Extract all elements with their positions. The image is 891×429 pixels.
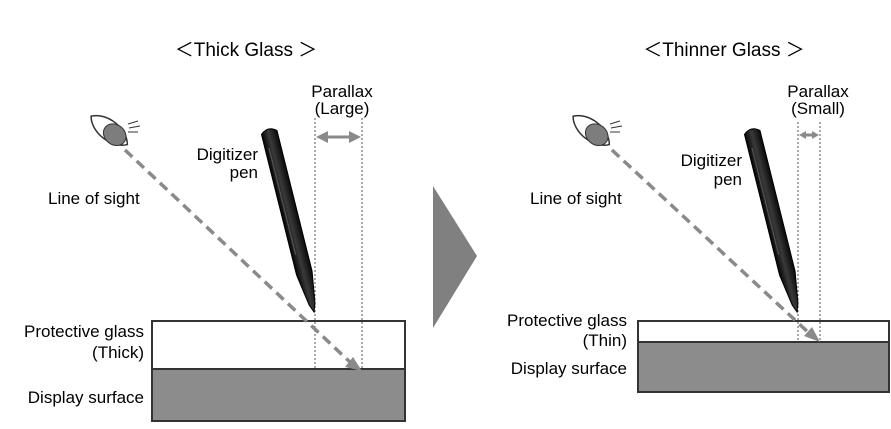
left-glass-type-label: (Thick) (92, 343, 144, 362)
right-pen-label: Digitizer (681, 151, 743, 170)
left-display-label: Display surface (28, 388, 144, 407)
right-panel: ＜Thinner Glass ＞ Parallax (507, 40, 890, 393)
left-glass-label: Protective glass (24, 322, 144, 341)
left-panel: ＜Thick Glass ＞ Parallax (24, 40, 406, 422)
right-eye-icon (572, 114, 611, 146)
right-display-label: Display surface (511, 359, 627, 378)
left-display-surface (151, 368, 406, 422)
left-eye-icon (90, 114, 129, 146)
left-eyelash-icon (127, 120, 141, 133)
right-pen-label-2: pen (714, 170, 742, 189)
left-pen-label: Digitizer (197, 145, 259, 164)
right-protective-glass (637, 320, 890, 343)
left-parallax-size-label: (Large) (315, 99, 370, 118)
left-line-of-sight (123, 148, 354, 366)
left-title: ＜Thick Glass ＞ (175, 40, 318, 61)
right-parallax-size-label: (Small) (791, 99, 845, 118)
right-eyelash-icon (609, 120, 623, 133)
right-line-of-sight (610, 148, 812, 336)
right-line-of-sight-label: Line of sight (530, 189, 622, 208)
right-parallax-arrow (799, 131, 819, 139)
left-parallax-label: Parallax (311, 82, 373, 101)
right-pen-icon (743, 128, 799, 314)
left-pen-icon (260, 128, 316, 314)
right-title: ＜Thinner Glass ＞ (643, 40, 805, 61)
left-protective-glass (151, 320, 406, 370)
right-glass-type-label: (Thin) (583, 331, 627, 350)
left-line-of-sight-label: Line of sight (48, 189, 140, 208)
left-pen-label-2: pen (230, 163, 258, 182)
right-display-surface (637, 341, 890, 393)
left-sight-arrowhead (345, 357, 362, 371)
right-glass-label: Protective glass (507, 311, 627, 330)
right-sight-arrowhead (804, 327, 820, 342)
transition-arrow-icon (433, 186, 477, 328)
right-parallax-label: Parallax (787, 82, 849, 101)
left-parallax-arrow (316, 131, 361, 143)
